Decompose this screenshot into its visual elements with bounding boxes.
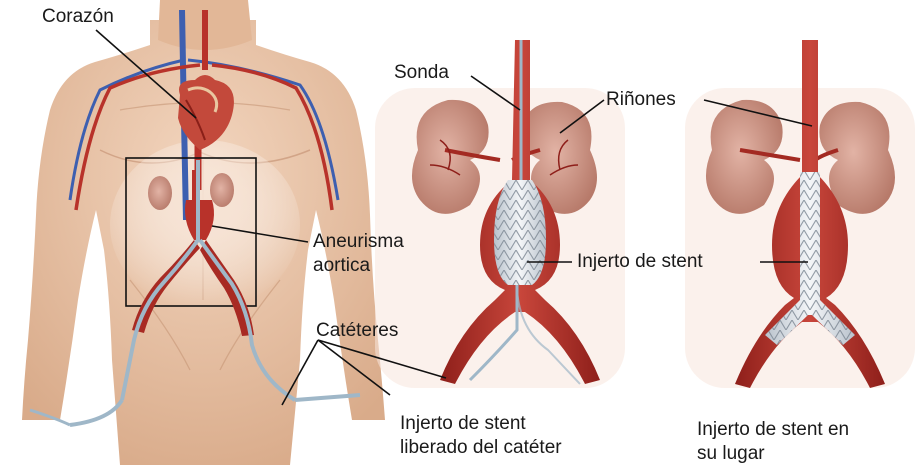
caption-left-line1: Injerto de stent [400, 412, 562, 436]
panel-stent-released [375, 40, 625, 388]
label-aneurysm: Aneurisma aortica [313, 230, 404, 278]
label-catheters: Catéteres [316, 320, 398, 342]
label-probe: Sonda [394, 62, 449, 84]
panel-stent-in-place [685, 40, 915, 388]
caption-stent-in-place: Injerto de stent en su lugar [697, 418, 849, 466]
caption-right-line1: Injerto de stent en [697, 418, 849, 442]
label-aneurysm-line2: aortica [313, 254, 404, 278]
label-stent-graft: Injerto de stent [577, 251, 703, 273]
caption-left-line2: liberado del catéter [400, 436, 562, 460]
label-kidneys: Riñones [606, 89, 676, 111]
label-heart: Corazón [42, 6, 114, 28]
caption-right-line2: su lugar [697, 442, 849, 466]
label-aneurysm-line1: Aneurisma [313, 230, 404, 254]
caption-stent-released: Injerto de stent liberado del catéter [400, 412, 562, 460]
